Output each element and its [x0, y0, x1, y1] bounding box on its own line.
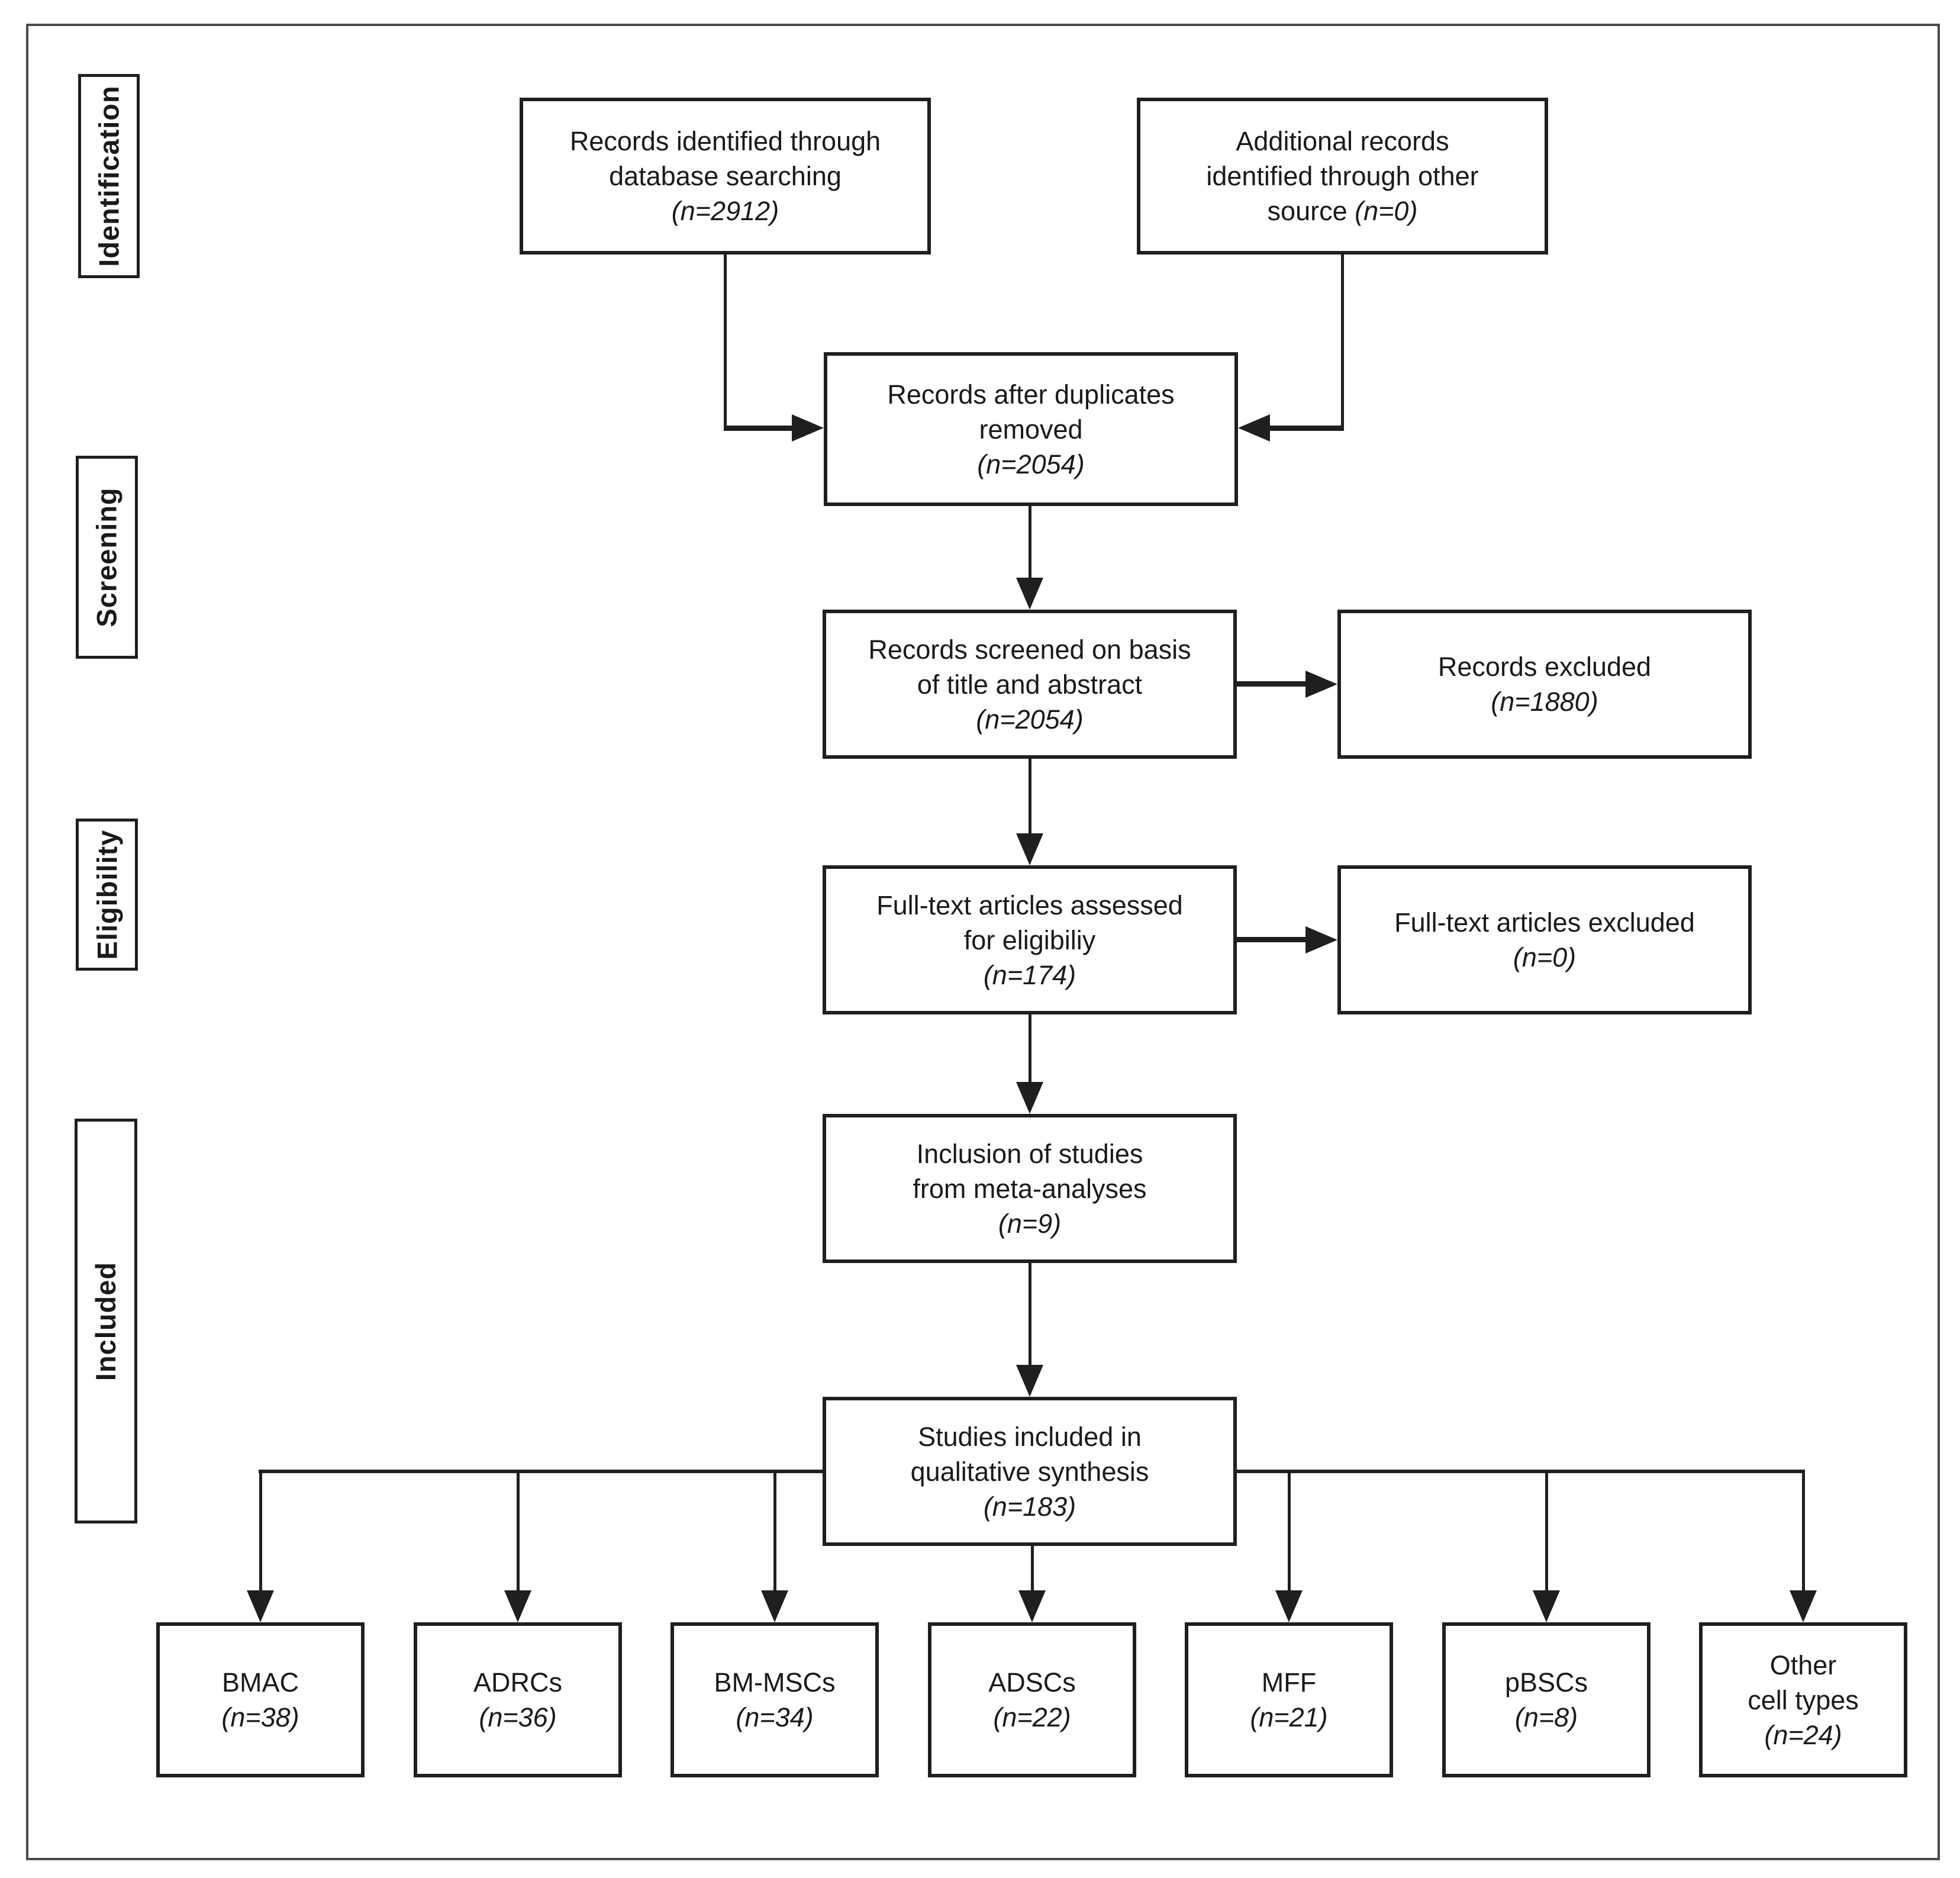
drop-pbscs [1545, 1470, 1548, 1592]
box-text-line: Other [1769, 1650, 1837, 1680]
box-text-line: (n=9) [998, 1208, 1062, 1239]
connector-duplicates-to-screened [1029, 506, 1031, 579]
box-other-cell-types: Other cell types (n=24) [1699, 1622, 1907, 1777]
arrowhead-into-bmac [247, 1590, 274, 1622]
stage-label-screening-text: Screening [91, 487, 122, 627]
arrowhead-into-fulltext-excluded [1305, 926, 1337, 954]
arrowhead-into-duplicates-left [792, 414, 824, 442]
box-pbscs: pBSCs (n=8) [1442, 1622, 1650, 1777]
box-adscs: ADSCs (n=22) [928, 1622, 1136, 1777]
arrowhead-into-duplicates-right [1238, 414, 1270, 442]
box-records-after-duplicates-removed: Records after duplicates removed (n=2054) [824, 352, 1238, 506]
box-text-line: (n=21) [1250, 1702, 1328, 1732]
stage-label-identification-text: Identification [93, 85, 125, 267]
box-text-line: (n=36) [479, 1702, 557, 1732]
box-text-line: (n=24) [1764, 1719, 1842, 1750]
connector-fulltext-to-inclusion [1029, 1014, 1031, 1083]
box-text-line: source (n=0) [1267, 196, 1418, 226]
diagram-border-frame [26, 24, 1940, 1860]
box-records-excluded: Records excluded (n=1880) [1337, 610, 1752, 759]
stage-label-included: Included [75, 1119, 137, 1523]
arrowhead-into-screened [1016, 578, 1043, 610]
stage-label-eligibility-text: Eligibility [91, 829, 123, 960]
connector-fulltext-to-excluded [1237, 937, 1308, 942]
stage-label-identification: Identification [78, 74, 140, 278]
box-text-line: (n=174) [983, 959, 1076, 990]
connector-screened-to-excluded [1237, 681, 1308, 687]
box-text-line: BM-MSCs [714, 1667, 836, 1697]
arrowhead-into-other-cell-types [1790, 1590, 1817, 1622]
box-additional-records: Additional records identified through oth… [1137, 98, 1548, 255]
connector-identified-stem [724, 255, 727, 428]
box-text-line: database searching [609, 161, 842, 191]
stage-label-screening: Screening [76, 456, 138, 659]
box-text-line: (n=1880) [1491, 687, 1598, 717]
box-records-screened: Records screened on basis of title and ab… [823, 610, 1237, 759]
connector-additional-stem [1341, 255, 1344, 428]
box-text-line: Records screened on basis [868, 634, 1191, 665]
box-inclusion-from-meta-analyses: Inclusion of studies from meta-analyses (n… [823, 1114, 1237, 1263]
box-fulltext-articles-assessed: Full-text articles assessed for eligibili… [823, 865, 1237, 1014]
box-studies-included-qualitative-synthesis: Studies included in qualitative synthesis… [823, 1397, 1237, 1546]
box-text-line: Full-text articles assessed [876, 890, 1183, 920]
branch-line-right [1237, 1470, 1805, 1473]
box-bm-mscs: BM-MSCs (n=34) [670, 1622, 879, 1777]
box-text-line: for eligibiliy [963, 924, 1096, 955]
box-text-line: ADRCs [473, 1667, 562, 1697]
connector-screened-to-fulltext [1029, 759, 1031, 835]
box-text-line: pBSCs [1504, 1667, 1588, 1697]
connector-inclusion-to-studies [1029, 1263, 1031, 1366]
arrowhead-into-mff [1275, 1590, 1303, 1622]
connector-additional-elbow [1270, 426, 1344, 431]
box-text-line: (n=38) [221, 1702, 299, 1732]
drop-bm-mscs [773, 1470, 776, 1592]
box-adrcs: ADRCs (n=36) [414, 1622, 622, 1777]
box-text-line: Records excluded [1437, 652, 1652, 682]
connector-identified-elbow [724, 426, 792, 431]
box-text-line: (n=2054) [976, 704, 1084, 735]
box-text-line: (n=22) [993, 1702, 1071, 1732]
box-text-line: identified through other [1206, 161, 1479, 191]
box-text-line: Records after duplicates [887, 379, 1175, 410]
box-text-line: (n=8) [1514, 1702, 1578, 1732]
drop-mff [1288, 1470, 1291, 1592]
box-text-line: Full-text articles excluded [1394, 907, 1695, 938]
branch-line-left [259, 1470, 823, 1473]
box-text-line: Inclusion of studies [916, 1138, 1143, 1169]
arrowhead-into-records-excluded [1305, 671, 1337, 698]
drop-adrcs [517, 1470, 520, 1592]
box-records-identified: Records identified through database searc… [520, 98, 931, 255]
drop-bmac [259, 1470, 262, 1592]
box-mff: MFF (n=21) [1185, 1622, 1393, 1777]
box-text-line: cell types [1748, 1684, 1859, 1715]
arrowhead-into-adrcs [504, 1590, 531, 1622]
box-text-line: (n=34) [736, 1702, 814, 1732]
box-text-line: from meta-analyses [913, 1173, 1147, 1204]
arrowhead-into-bm-mscs [761, 1590, 788, 1622]
arrowhead-into-adscs [1018, 1590, 1046, 1622]
box-text-line: of title and abstract [917, 669, 1143, 700]
box-fulltext-articles-excluded: Full-text articles excluded (n=0) [1337, 865, 1752, 1014]
box-text-line: qualitative synthesis [910, 1456, 1149, 1487]
arrowhead-into-fulltext [1016, 833, 1043, 865]
box-text-line: Additional records [1236, 126, 1449, 156]
box-text-line: (n=183) [983, 1491, 1076, 1522]
stage-label-eligibility: Eligibility [76, 819, 138, 971]
drop-adscs [1031, 1546, 1034, 1592]
box-text-line: ADSCs [988, 1667, 1076, 1697]
box-bmac: BMAC (n=38) [156, 1622, 365, 1777]
arrowhead-into-pbscs [1533, 1590, 1560, 1622]
box-text-line: Records identified through [569, 126, 881, 156]
box-text-line: (n=2912) [671, 196, 779, 226]
box-text-line: (n=0) [1513, 942, 1577, 972]
box-text-line: MFF [1261, 1667, 1317, 1697]
box-text-line: BMAC [221, 1667, 299, 1697]
arrowhead-into-studies [1016, 1365, 1043, 1397]
drop-other-cell-types [1802, 1470, 1805, 1592]
box-text-line: (n=2054) [977, 449, 1085, 479]
box-text-line: Studies included in [918, 1421, 1142, 1452]
box-text-line: removed [979, 414, 1083, 444]
stage-label-included-text: Included [90, 1261, 122, 1381]
arrowhead-into-inclusion [1016, 1082, 1043, 1114]
